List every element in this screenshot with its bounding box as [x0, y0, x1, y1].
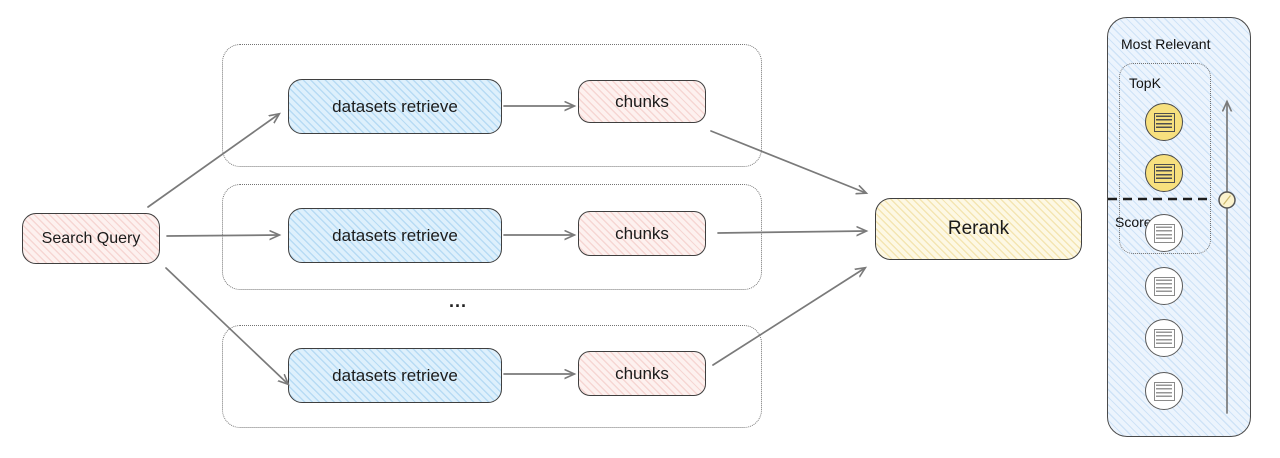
search-query-box: Search Query [22, 213, 160, 264]
pipeline-row-2-group [222, 184, 762, 290]
search-query-label: Search Query [41, 229, 141, 247]
datasets-retrieve-label-3: datasets retrieve [332, 365, 458, 385]
topk-group [1119, 63, 1211, 254]
document-icon-topk-1 [1145, 103, 1183, 141]
panel-title: Most Relevant [1121, 36, 1211, 52]
datasets-retrieve-label-2: datasets retrieve [332, 225, 458, 245]
document-icon-score [1145, 214, 1183, 252]
most-relevant-panel: Most Relevant TopK Score [1107, 17, 1251, 437]
rows-ellipsis: ... [448, 291, 467, 311]
chunks-box-2: chunks [578, 211, 706, 256]
document-lines-icon [1153, 112, 1175, 132]
chunks-label-1: chunks [615, 91, 669, 111]
rerank-box: Rerank [875, 198, 1082, 260]
document-icon-topk-2 [1145, 154, 1183, 192]
document-icon-rest-1 [1145, 267, 1183, 305]
score-label: Score [1115, 214, 1152, 230]
chunks-label-3: chunks [615, 363, 669, 383]
chunks-box-1: chunks [578, 80, 706, 123]
datasets-retrieve-box-2: datasets retrieve [288, 208, 502, 263]
datasets-retrieve-box-3: datasets retrieve [288, 348, 502, 403]
document-lines-icon [1153, 328, 1175, 348]
datasets-retrieve-label-1: datasets retrieve [332, 96, 458, 116]
document-lines-icon [1153, 223, 1175, 243]
rerank-label: Rerank [947, 218, 1010, 239]
topk-label: TopK [1129, 75, 1161, 91]
document-lines-icon [1153, 276, 1175, 296]
document-icon-rest-3 [1145, 372, 1183, 410]
document-icon-rest-2 [1145, 319, 1183, 357]
document-lines-icon [1153, 381, 1175, 401]
chunks-label-2: chunks [615, 223, 669, 243]
pipeline-row-1-group [222, 44, 762, 167]
document-lines-icon [1153, 163, 1175, 183]
chunks-box-3: chunks [578, 351, 706, 396]
datasets-retrieve-box-1: datasets retrieve [288, 79, 502, 134]
